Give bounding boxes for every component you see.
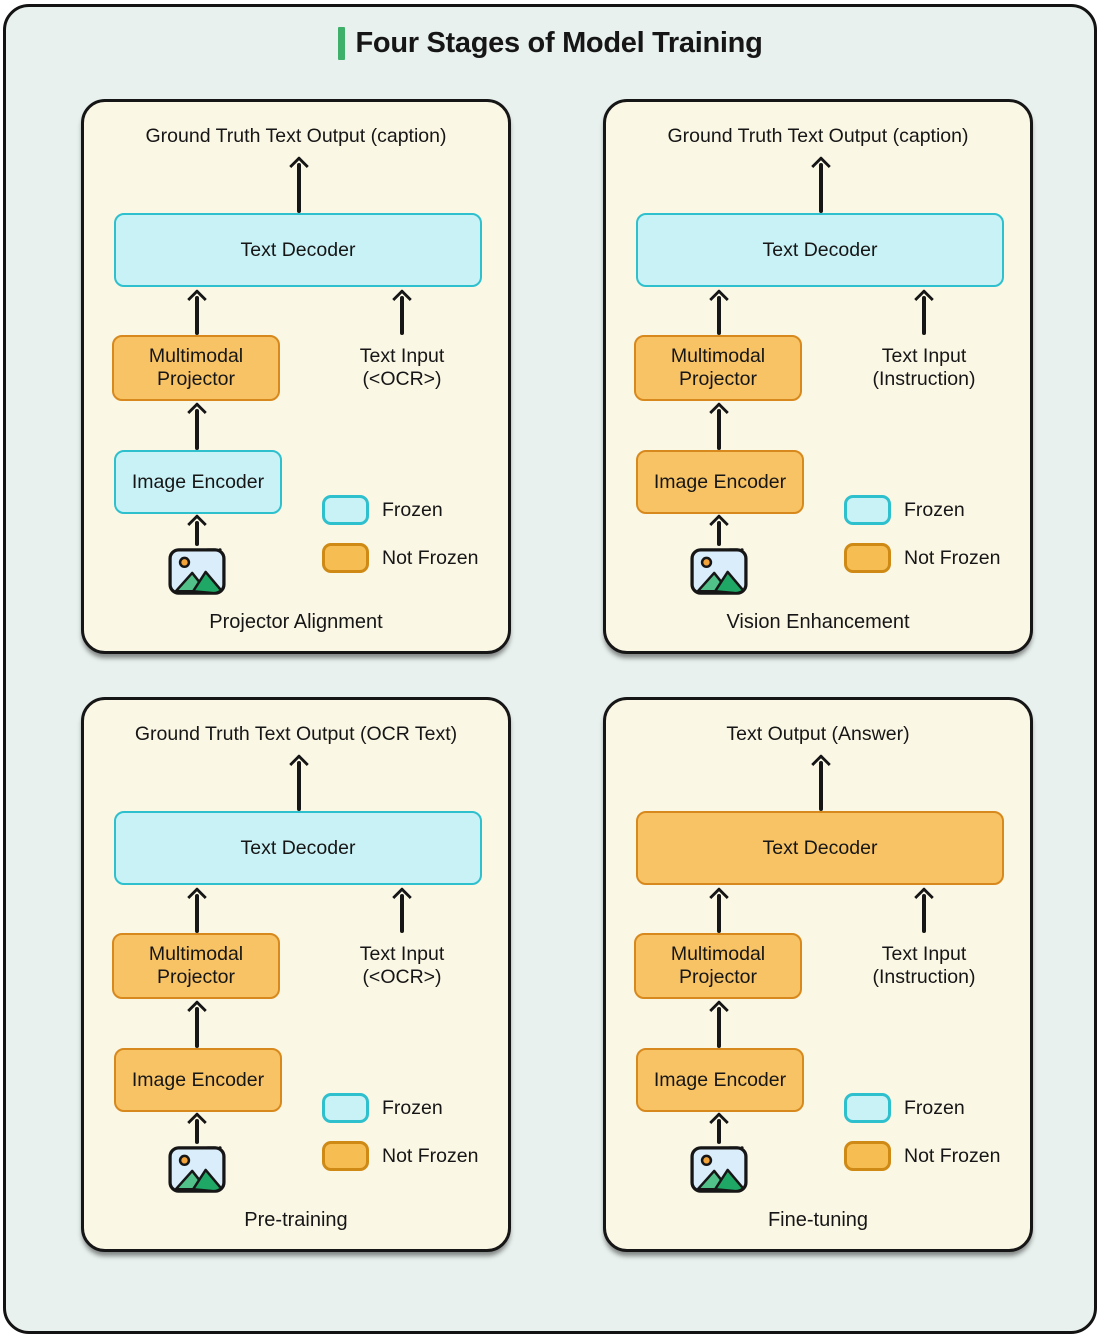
arrow-encoder-to-projector-icon xyxy=(184,999,210,1048)
not-frozen-label: Not Frozen xyxy=(904,1144,1001,1167)
not-frozen-label: Not Frozen xyxy=(382,1144,479,1167)
diagram-canvas: Four Stages of Model Training Ground Tru… xyxy=(3,4,1097,1334)
photo-image-icon xyxy=(690,546,748,596)
text-input-line1: Text Input xyxy=(881,943,967,965)
text-input-line2: (<OCR>) xyxy=(362,966,442,988)
multimodal-projector-box: Multimodal Projector xyxy=(112,933,280,999)
stage-caption: Fine-tuning xyxy=(767,1209,869,1231)
panel-title: Ground Truth Text Output (OCR Text) xyxy=(134,723,458,745)
arrow-projector-to-decoder-icon xyxy=(184,886,210,933)
accent-bar xyxy=(337,27,345,60)
frozen-swatch-icon xyxy=(844,495,891,525)
image-encoder-box: Image Encoder xyxy=(114,1048,282,1112)
photo-image-icon xyxy=(168,546,226,596)
arrow-image-to-encoder-icon xyxy=(706,1111,732,1144)
text-input-line1: Text Input xyxy=(881,345,967,367)
arrow-textinput-to-decoder-icon xyxy=(911,288,937,335)
diagram-header: Four Stages of Model Training xyxy=(6,27,1094,60)
not-frozen-label: Not Frozen xyxy=(382,546,479,569)
not-frozen-swatch-icon xyxy=(844,543,891,573)
panel-title: Ground Truth Text Output (caption) xyxy=(667,125,969,147)
arrow-projector-to-decoder-icon xyxy=(706,886,732,933)
legend-row-frozen: Frozen xyxy=(322,1093,478,1123)
frozen-label: Frozen xyxy=(382,1096,443,1119)
panel-pre-training: Ground Truth Text Output (OCR Text) Text… xyxy=(81,697,511,1252)
stage-caption: Pre-training xyxy=(244,1209,348,1231)
frozen-swatch-icon xyxy=(322,495,369,525)
arrow-encoder-to-projector-icon xyxy=(706,401,732,450)
image-encoder-box: Image Encoder xyxy=(636,1048,804,1112)
not-frozen-label: Not Frozen xyxy=(904,546,1001,569)
panel-title: Ground Truth Text Output (caption) xyxy=(145,125,447,147)
photo-image-icon xyxy=(690,1144,748,1194)
legend: Frozen Not Frozen xyxy=(322,1093,478,1189)
legend-row-not-frozen: Not Frozen xyxy=(322,543,478,573)
photo-image-icon xyxy=(168,1144,226,1194)
multimodal-projector-box: Multimodal Projector xyxy=(634,335,802,401)
arrow-projector-to-decoder-icon xyxy=(706,288,732,335)
image-encoder-box: Image Encoder xyxy=(636,450,804,514)
arrow-image-to-encoder-icon xyxy=(184,1111,210,1144)
text-input-line1: Text Input xyxy=(359,943,445,965)
frozen-label: Frozen xyxy=(904,1096,965,1119)
legend: Frozen Not Frozen xyxy=(844,1093,1000,1189)
arrow-encoder-to-projector-icon xyxy=(706,999,732,1048)
text-input-label: Text Input (<OCR>) xyxy=(297,943,507,989)
text-input-label: Text Input (Instruction) xyxy=(819,345,1029,391)
panel-projector-alignment: Ground Truth Text Output (caption) Text … xyxy=(81,99,511,654)
stage-caption: Projector Alignment xyxy=(209,611,383,633)
text-input-line2: (Instruction) xyxy=(872,368,976,390)
text-decoder-box: Text Decoder xyxy=(114,811,482,885)
text-input-label: Text Input (Instruction) xyxy=(819,943,1029,989)
stage-caption: Vision Enhancement xyxy=(726,611,910,633)
frozen-label: Frozen xyxy=(904,498,965,521)
arrow-up-to-output-icon xyxy=(808,753,834,811)
multimodal-projector-box: Multimodal Projector xyxy=(112,335,280,401)
not-frozen-swatch-icon xyxy=(322,543,369,573)
text-input-line1: Text Input xyxy=(359,345,445,367)
arrow-image-to-encoder-icon xyxy=(706,513,732,546)
legend: Frozen Not Frozen xyxy=(322,495,478,591)
arrow-encoder-to-projector-icon xyxy=(184,401,210,450)
arrow-textinput-to-decoder-icon xyxy=(389,288,415,335)
frozen-swatch-icon xyxy=(322,1093,369,1123)
not-frozen-swatch-icon xyxy=(844,1141,891,1171)
panel-fine-tuning: Text Output (Answer) Text Decoder Multim… xyxy=(603,697,1033,1252)
arrow-up-to-output-icon xyxy=(808,155,834,213)
frozen-swatch-icon xyxy=(844,1093,891,1123)
page-title: Four Stages of Model Training xyxy=(355,27,763,59)
legend-row-not-frozen: Not Frozen xyxy=(322,1141,478,1171)
not-frozen-swatch-icon xyxy=(322,1141,369,1171)
arrow-image-to-encoder-icon xyxy=(184,513,210,546)
panel-vision-enhancement: Ground Truth Text Output (caption) Text … xyxy=(603,99,1033,654)
arrow-projector-to-decoder-icon xyxy=(184,288,210,335)
text-decoder-box: Text Decoder xyxy=(114,213,482,287)
arrow-textinput-to-decoder-icon xyxy=(389,886,415,933)
legend-row-not-frozen: Not Frozen xyxy=(844,543,1000,573)
multimodal-projector-box: Multimodal Projector xyxy=(634,933,802,999)
text-input-line2: (<OCR>) xyxy=(362,368,442,390)
frozen-label: Frozen xyxy=(382,498,443,521)
arrow-up-to-output-icon xyxy=(286,753,312,811)
panel-title: Text Output (Answer) xyxy=(726,723,910,745)
text-decoder-box: Text Decoder xyxy=(636,213,1004,287)
legend-row-not-frozen: Not Frozen xyxy=(844,1141,1000,1171)
legend-row-frozen: Frozen xyxy=(844,1093,1000,1123)
legend: Frozen Not Frozen xyxy=(844,495,1000,591)
arrow-textinput-to-decoder-icon xyxy=(911,886,937,933)
text-input-label: Text Input (<OCR>) xyxy=(297,345,507,391)
legend-row-frozen: Frozen xyxy=(844,495,1000,525)
text-decoder-box: Text Decoder xyxy=(636,811,1004,885)
arrow-up-to-output-icon xyxy=(286,155,312,213)
text-input-line2: (Instruction) xyxy=(872,966,976,988)
legend-row-frozen: Frozen xyxy=(322,495,478,525)
image-encoder-box: Image Encoder xyxy=(114,450,282,514)
